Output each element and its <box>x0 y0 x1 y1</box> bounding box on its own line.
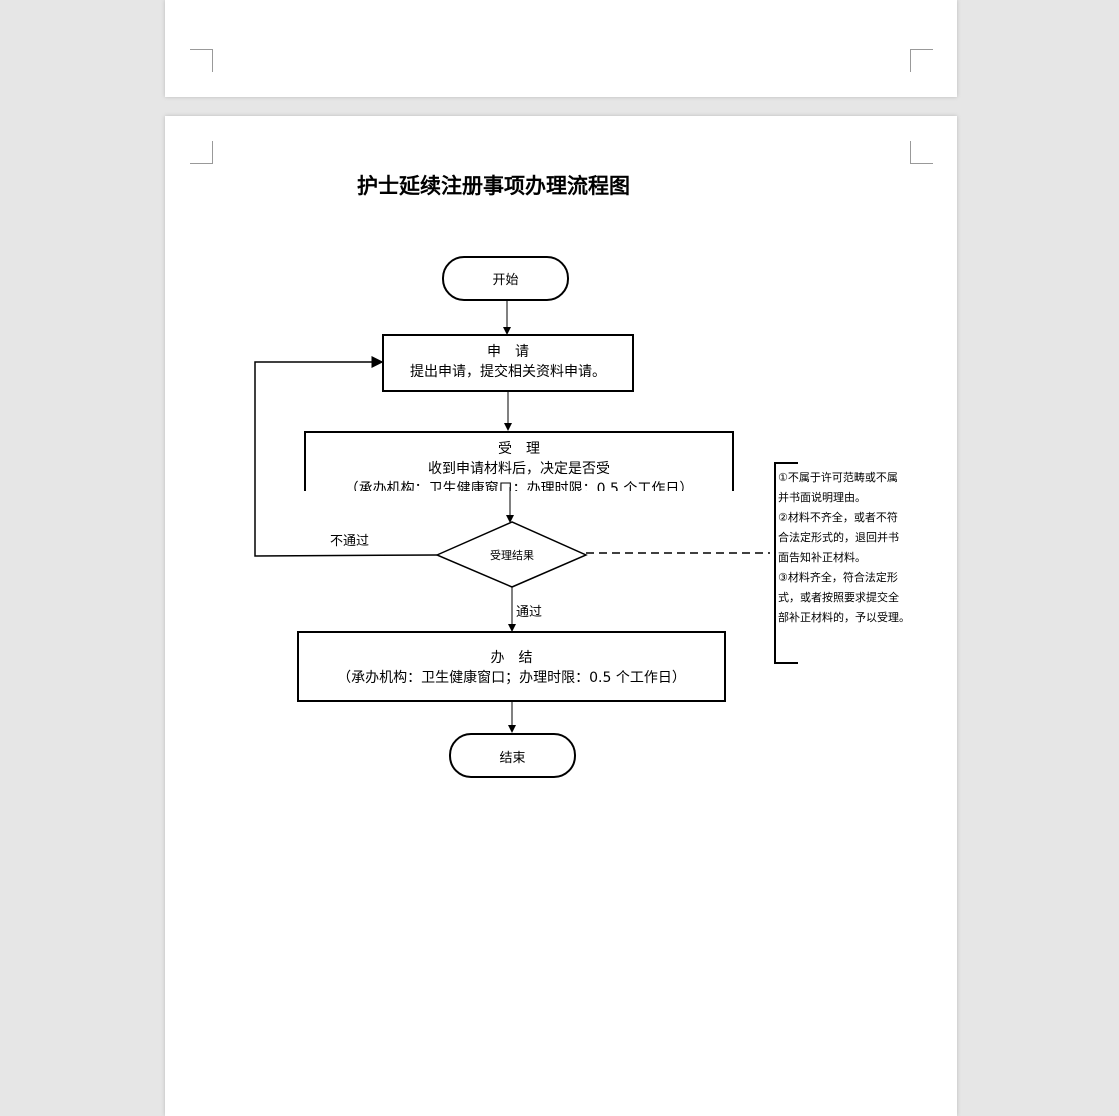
apply-heading: 申 请 <box>487 344 529 360</box>
page-title: 护士延续注册事项办理流程图 <box>357 173 630 198</box>
side-note-line: ③材料齐全，符合法定形 <box>778 571 898 584</box>
side-note-line: 合法定形式的，退回并书 <box>778 531 899 544</box>
crop-mark <box>190 49 213 72</box>
accept-heading: 受 理 <box>498 441 540 457</box>
accept-note: （承办机构：卫生健康窗口；办理时限：0.5 个工作日） <box>305 478 733 491</box>
side-note-line: 式，或者按照要求提交全 <box>778 591 899 604</box>
page-1 <box>165 0 957 97</box>
apply-desc: 提出申请，提交相关资料申请。 <box>410 364 606 380</box>
accept-box <box>304 431 734 491</box>
side-note-line: 面告知补正材料。 <box>778 551 866 564</box>
end-node <box>449 733 576 778</box>
apply-box <box>382 334 634 392</box>
finish-heading: 办 结 <box>490 650 533 666</box>
start-label: 开始 <box>492 273 519 288</box>
finish-note: （承办机构：卫生健康窗口；办理时限：0.5 个工作日） <box>337 670 686 686</box>
side-note-bracket <box>774 462 798 664</box>
end-label: 结束 <box>499 751 526 766</box>
accept-note-text: （承办机构：卫生健康窗口；办理时限：0.5 个工作日） <box>344 481 694 491</box>
pass-label: 通过 <box>516 605 543 620</box>
decision-label: 受理结果 <box>490 549 534 562</box>
crop-mark <box>910 49 933 72</box>
side-note-line: 并书面说明理由。 <box>778 491 866 504</box>
side-note: ①不属于许可范畴或不属 并书面说明理由。 ②材料不齐全，或者不符 合法定形式的，… <box>778 468 916 628</box>
side-note-line: 部补正材料的，予以受理。 <box>778 611 910 624</box>
crop-mark <box>910 141 933 164</box>
side-note-line: ②材料不齐全，或者不符 <box>778 511 898 524</box>
accept-desc: 收到申请材料后，决定是否受 <box>428 461 610 477</box>
fail-label: 不通过 <box>330 534 370 549</box>
crop-mark <box>190 141 213 164</box>
side-note-line: ①不属于许可范畴或不属 <box>778 471 898 484</box>
start-node <box>442 256 569 301</box>
decision-diamond <box>435 521 588 588</box>
